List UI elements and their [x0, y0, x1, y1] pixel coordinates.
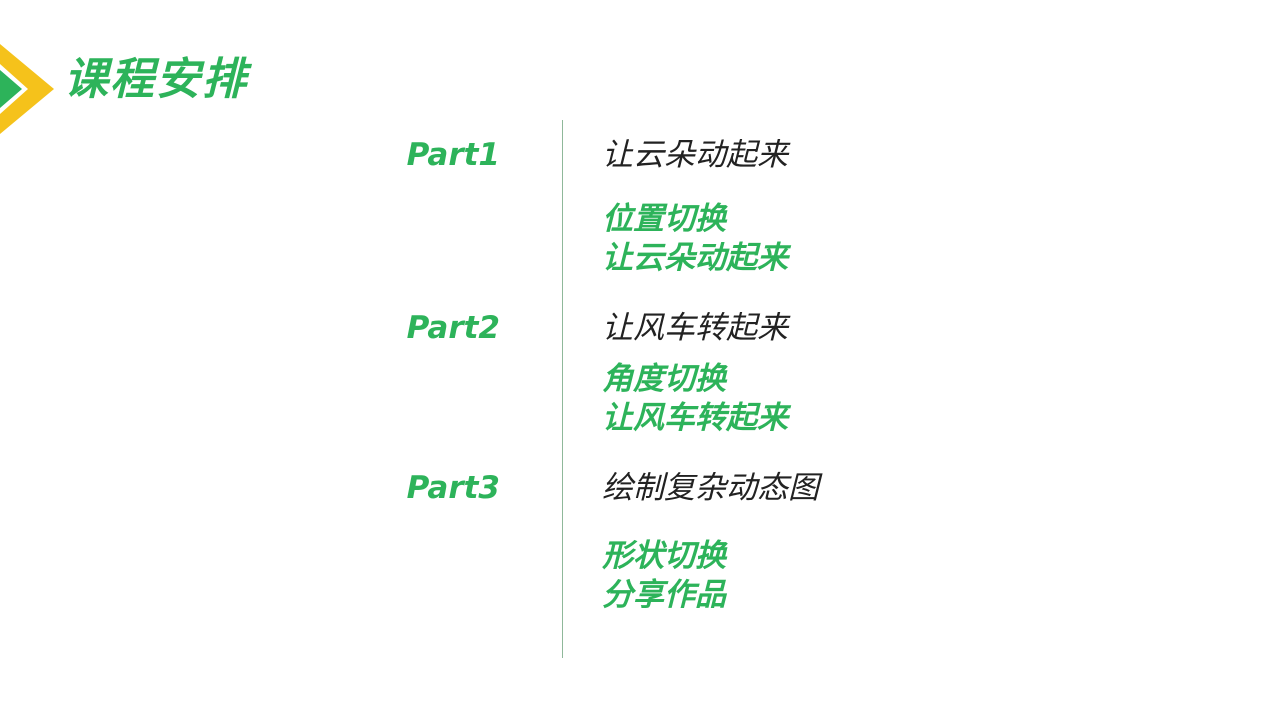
page-title: 课程安排 [64, 54, 248, 105]
arrow-chevron-icon [0, 44, 54, 134]
part-heading-3: 绘制复杂动态图 [602, 470, 819, 506]
part-label-1: Part1 [406, 137, 500, 173]
part-label-3: Part3 [406, 470, 500, 506]
part-heading-1: 让云朵动起来 [602, 137, 788, 173]
part-1-item-1: 位置切换 [602, 201, 726, 237]
vertical-divider [562, 120, 563, 658]
part-1-item-2: 让云朵动起来 [602, 240, 788, 276]
part-3-item-2: 分享作品 [602, 577, 726, 613]
part-label-2: Part2 [406, 310, 500, 346]
part-2-item-2: 让风车转起来 [602, 400, 788, 436]
part-2-item-1: 角度切换 [602, 361, 726, 397]
part-heading-2: 让风车转起来 [602, 310, 788, 346]
part-3-item-1: 形状切换 [602, 538, 726, 574]
